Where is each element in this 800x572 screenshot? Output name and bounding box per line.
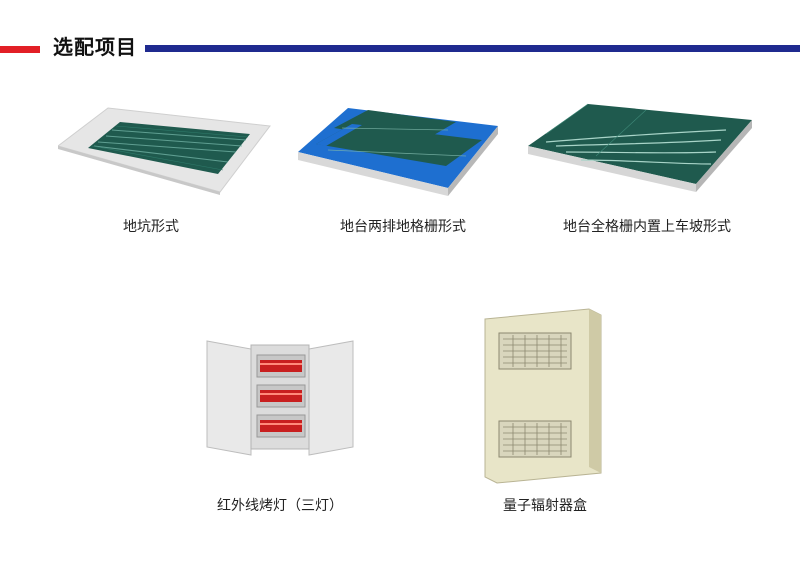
platform-full-grating-ramp-icon bbox=[528, 103, 752, 192]
section-header: 选配项目 bbox=[0, 0, 800, 80]
header-red-bar bbox=[0, 46, 40, 53]
option-platform-ramp-label: 地台全格栅内置上车坡形式 bbox=[563, 219, 731, 235]
quantum-radiator-box-icon bbox=[484, 308, 602, 484]
option-platform-two-row-label: 地台两排地格栅形式 bbox=[340, 219, 466, 235]
page-title: 选配项目 bbox=[53, 35, 137, 59]
infrared-lamp-three-icon bbox=[206, 340, 354, 456]
platform-two-row-grating-icon bbox=[298, 108, 498, 196]
option-platform-two-row bbox=[296, 100, 501, 200]
option-quantum-box bbox=[483, 305, 605, 485]
header-blue-bar bbox=[145, 45, 800, 52]
option-infrared-lamp-label: 红外线烤灯（三灯） bbox=[217, 498, 343, 514]
pit-grating-icon bbox=[58, 107, 271, 195]
option-quantum-box-label: 量子辐射器盒 bbox=[503, 498, 587, 514]
option-pit-label: 地坑形式 bbox=[123, 219, 179, 235]
option-infrared-lamp bbox=[205, 335, 355, 460]
option-pit bbox=[58, 100, 273, 195]
option-platform-ramp bbox=[526, 100, 756, 195]
